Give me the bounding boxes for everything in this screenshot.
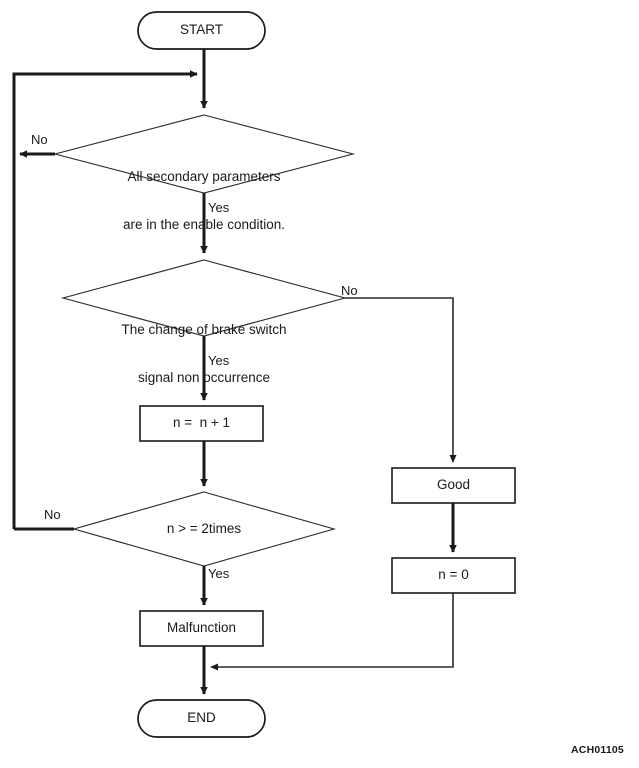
- process-reset-shape: [391, 557, 516, 594]
- process-good-shape: [391, 467, 516, 504]
- end-terminator-shape: [137, 699, 266, 738]
- edge-reset-to-end-trunk: [210, 593, 454, 671]
- edge-label-secondary-yes: Yes: [208, 200, 230, 215]
- edge-label-secondary-no: No: [31, 132, 48, 147]
- decision-brake-switch[interactable]: [63, 260, 345, 336]
- process-good[interactable]: [392, 468, 515, 503]
- decision-counter[interactable]: [74, 492, 334, 566]
- process-malfunction[interactable]: [140, 611, 263, 646]
- end-terminator[interactable]: [138, 700, 265, 737]
- process-increment[interactable]: [140, 406, 263, 441]
- edge-label-counter-yes: Yes: [208, 566, 230, 581]
- decision-secondary-parameters[interactable]: [55, 115, 353, 193]
- edge-label-brake-yes: Yes: [208, 353, 230, 368]
- process-reset[interactable]: [392, 558, 515, 593]
- start-terminator[interactable]: [138, 12, 265, 49]
- process-malfunction-shape: [139, 610, 264, 647]
- edge-label-counter-no: No: [44, 507, 61, 522]
- edge-label-brake-no: No: [341, 283, 358, 298]
- process-increment-shape: [139, 405, 264, 442]
- start-terminator-shape: [137, 11, 266, 50]
- figure-code-label: ACH01105: [571, 744, 624, 756]
- edge-loop-return-to-trunk: [12, 70, 198, 529]
- edge-brake-no-to-good: [345, 297, 457, 463]
